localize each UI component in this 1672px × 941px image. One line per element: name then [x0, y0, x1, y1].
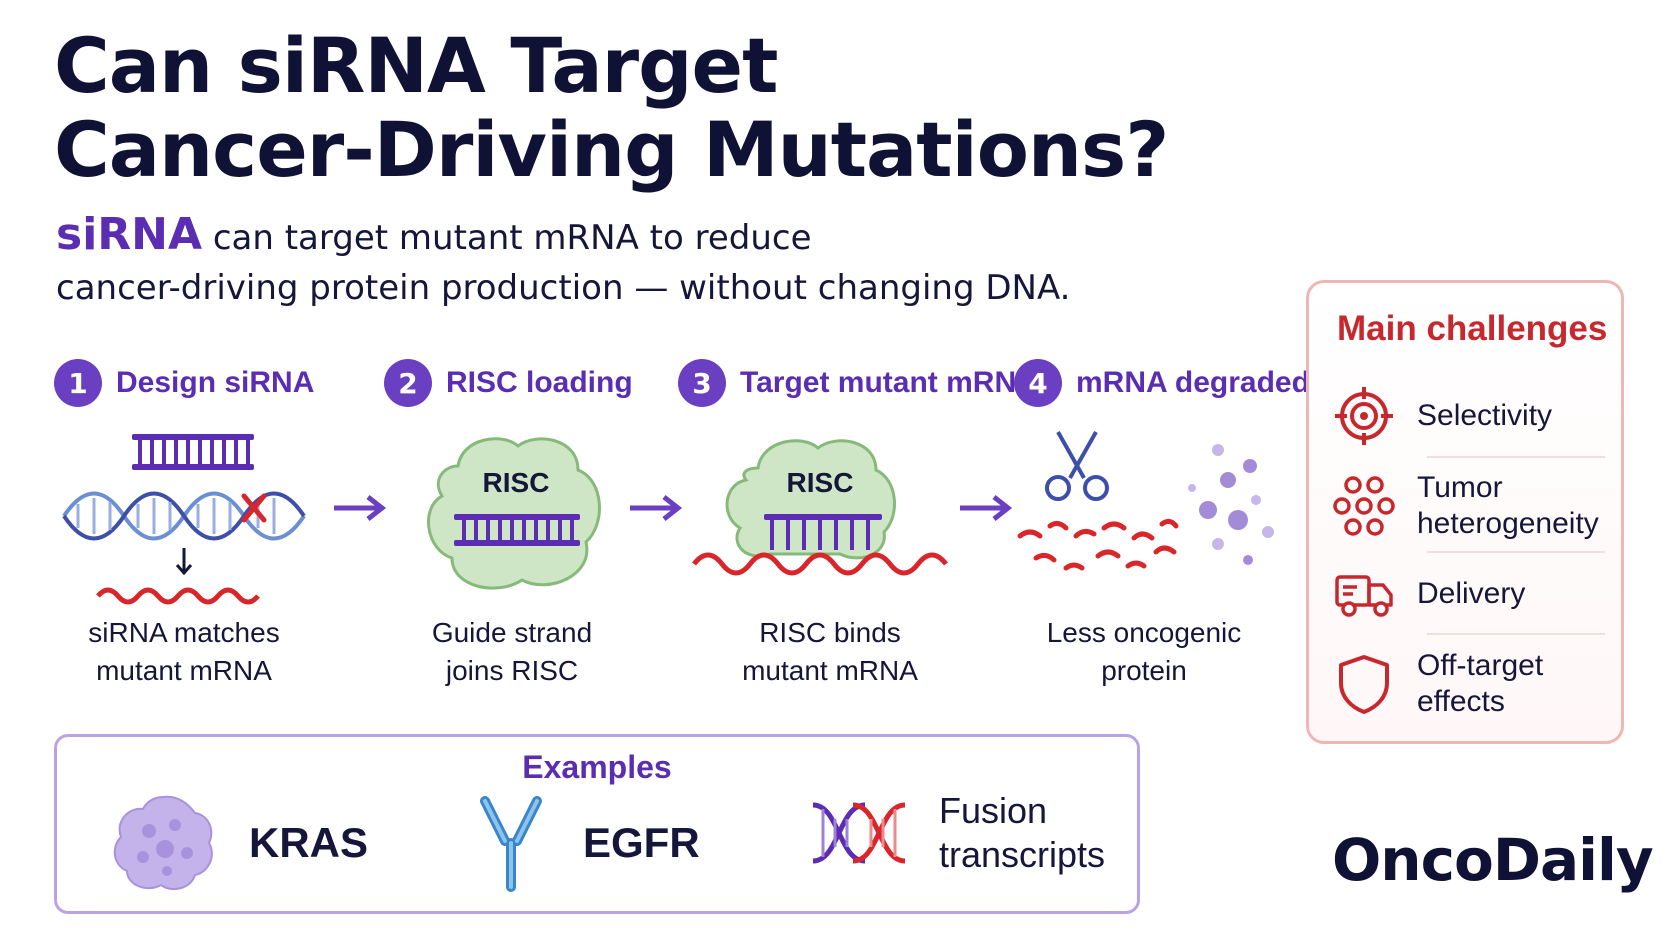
example-egfr-label: EGFR: [583, 819, 700, 866]
mrna-degraded-illustration: [1017, 431, 1274, 571]
brand-logo: OncoDaily: [1332, 826, 1654, 894]
title-line-2: Cancer-Driving Mutations?: [54, 105, 1169, 194]
page-title: Can siRNA Target Cancer-Driving Mutation…: [54, 24, 1284, 192]
receptor-icon: [480, 796, 542, 892]
challenge-divider: [1427, 456, 1605, 458]
step-3-header: 3 Target mutant mRNA: [678, 359, 1038, 407]
title-line-1: Can siRNA Target: [54, 21, 778, 110]
challenge-selectivity-label: Selectivity: [1417, 399, 1553, 432]
step-2-label: RISC loading: [446, 366, 633, 399]
guide-strand-icon: [454, 514, 580, 546]
step-4-header: 4 mRNA degraded: [1014, 359, 1310, 407]
challenge-delivery-label: Delivery: [1417, 577, 1526, 610]
step-2-header: 2 RISC loading: [384, 359, 633, 407]
step-1-caption: siRNA matches mutant mRNA: [88, 617, 280, 686]
step-2-caption: Guide strand joins RISC: [431, 617, 593, 686]
example-kras-label: KRAS: [249, 819, 369, 866]
mrna-fragments-icon: [1017, 518, 1179, 571]
risc-label: RISC: [483, 467, 550, 498]
sirna-design-illustration: [62, 434, 306, 605]
subtitle-highlight: siRNA: [56, 209, 203, 260]
challenge-off-target: Off-target effects: [1333, 641, 1607, 727]
risc-binding-illustration: RISC: [692, 439, 948, 576]
protein-fragments-icon: [1188, 444, 1274, 565]
flow-arrow-3-icon: [960, 495, 1013, 521]
example-fusion-label: Fusion transcripts: [939, 790, 1106, 875]
step-1-number: 1: [54, 359, 102, 407]
target-icon: [1335, 387, 1393, 445]
risc-loading-illustration: RISC: [427, 437, 601, 590]
target-mrna-icon: [692, 552, 948, 576]
cluster-icon: [1333, 476, 1395, 536]
examples-panel: Examples KRAS EGFR: [54, 734, 1140, 914]
challenge-delivery: Delivery: [1333, 561, 1607, 627]
subtitle-line-2: cancer-driving protein production — with…: [56, 268, 1071, 308]
dna-icon: [812, 802, 906, 864]
step-4-label: mRNA degraded: [1076, 366, 1310, 399]
risc-complex-icon: [427, 437, 601, 590]
examples-title: Examples: [522, 749, 672, 785]
shield-icon: [1339, 655, 1389, 714]
flow-arrow-2-icon: [630, 495, 683, 521]
challenge-tumor-heterogeneity: Tumor heterogeneity: [1333, 463, 1607, 549]
sirna-duplex-icon: [132, 434, 254, 470]
challenges-panel: Main challenges Selectivity Tumor hetero…: [1306, 280, 1624, 744]
dna-helix-icon: [62, 491, 306, 541]
risc-label-bound: RISC: [787, 467, 854, 498]
step-3-label: Target mutant mRNA: [740, 366, 1038, 399]
subtitle-line-1: can target mutant mRNA to reduce: [202, 218, 812, 258]
step-3-caption: RISC binds mutant mRNA: [742, 617, 918, 686]
mutation-x-icon: [241, 493, 267, 523]
example-fusion-transcripts: Fusion transcripts: [809, 785, 1105, 881]
challenge-divider: [1427, 633, 1605, 635]
challenge-selectivity: Selectivity: [1333, 381, 1607, 451]
challenge-off-target-label: Off-target effects: [1417, 649, 1544, 718]
cell-icon: [113, 795, 213, 891]
truck-icon: [1335, 575, 1393, 617]
example-egfr: EGFR: [471, 791, 700, 895]
step-1-label: Design siRNA: [116, 366, 315, 399]
down-arrow-icon: [175, 548, 193, 576]
step-1-header: 1 Design siRNA: [54, 359, 315, 407]
challenge-tumor-label: Tumor heterogeneity: [1417, 471, 1599, 540]
step-3-number: 3: [678, 359, 726, 407]
scissors-icon: [1045, 431, 1109, 501]
step-4-caption: Less oncogenic protein: [1046, 617, 1242, 686]
example-kras: KRAS: [109, 791, 368, 895]
flow-arrow-1-icon: [334, 495, 387, 521]
mutant-mrna-icon: [96, 587, 260, 605]
challenge-divider: [1427, 551, 1605, 553]
challenges-title: Main challenges: [1337, 309, 1608, 348]
step-4-number: 4: [1014, 359, 1062, 407]
subtitle: siRNA can target mutant mRNA to reduce c…: [56, 210, 1256, 313]
step-2-number: 2: [384, 359, 432, 407]
